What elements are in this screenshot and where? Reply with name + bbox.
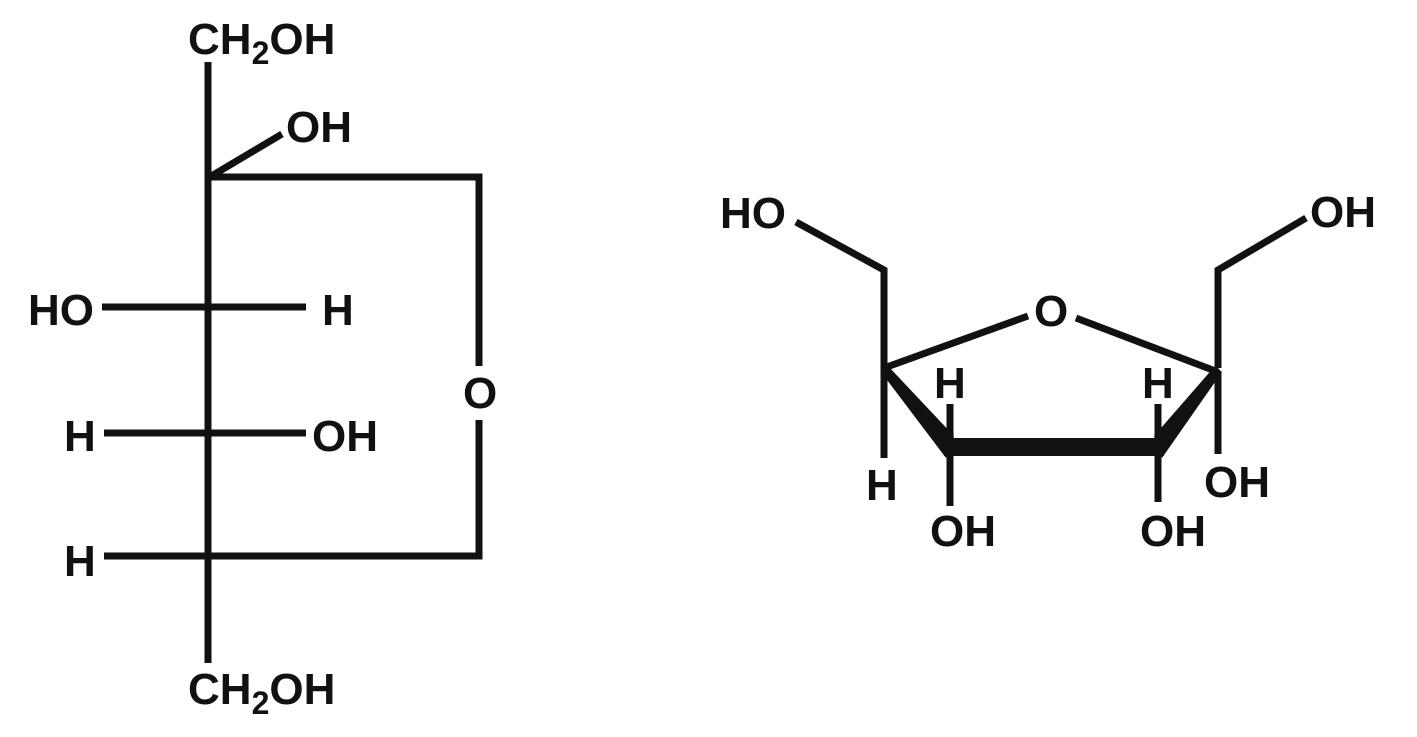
haworth-o-c2-bond xyxy=(1074,314,1220,376)
haworth-c3-h-top-label: H xyxy=(1142,359,1174,408)
fischer-c5-h-label: H xyxy=(64,537,96,586)
haworth-left-ch2oh-bond xyxy=(794,218,888,368)
haworth-right-ch2oh-bond xyxy=(1214,214,1308,368)
haworth-c4-h-top-label: H xyxy=(934,359,966,408)
fischer-c3-ho-label: HO xyxy=(28,286,94,335)
haworth-c4-oh-label: OH xyxy=(930,507,996,556)
haworth-left-ho-label: HO xyxy=(720,189,786,238)
fischer-bottom-ch2oh-label: CH2OH xyxy=(188,665,335,721)
fischer-c2-oh-bond xyxy=(206,130,284,182)
haworth-c3-oh-label: OH xyxy=(1140,507,1206,556)
fischer-ring-oxygen-label: O xyxy=(463,369,497,418)
fischer-top-ch2oh-label: CH2OH xyxy=(188,15,335,71)
fischer-c4-h-label: H xyxy=(64,412,96,461)
haworth-projection: HO OH O H H H OH OH OH xyxy=(720,188,1376,556)
fischer-c4-oh-label: OH xyxy=(312,412,378,461)
haworth-c5-o-bond xyxy=(882,312,1030,372)
fischer-ring-top-bond xyxy=(208,173,483,366)
fischer-projection: CH2OH OH HO H O H OH H CH2OH xyxy=(28,15,497,721)
fischer-ring-bottom-bond xyxy=(104,420,483,560)
haworth-ring-oxygen-label: O xyxy=(1034,287,1068,336)
haworth-left-wedge-bond xyxy=(881,366,954,458)
haworth-c2-oh-label: OH xyxy=(1204,458,1270,507)
haworth-right-oh-label: OH xyxy=(1310,188,1376,237)
fischer-anomeric-oh-label: OH xyxy=(286,103,352,152)
haworth-right-wedge-bond xyxy=(1154,366,1222,458)
haworth-c5-h-bottom-label: H xyxy=(866,461,898,510)
fischer-c3-h-label: H xyxy=(322,286,354,335)
